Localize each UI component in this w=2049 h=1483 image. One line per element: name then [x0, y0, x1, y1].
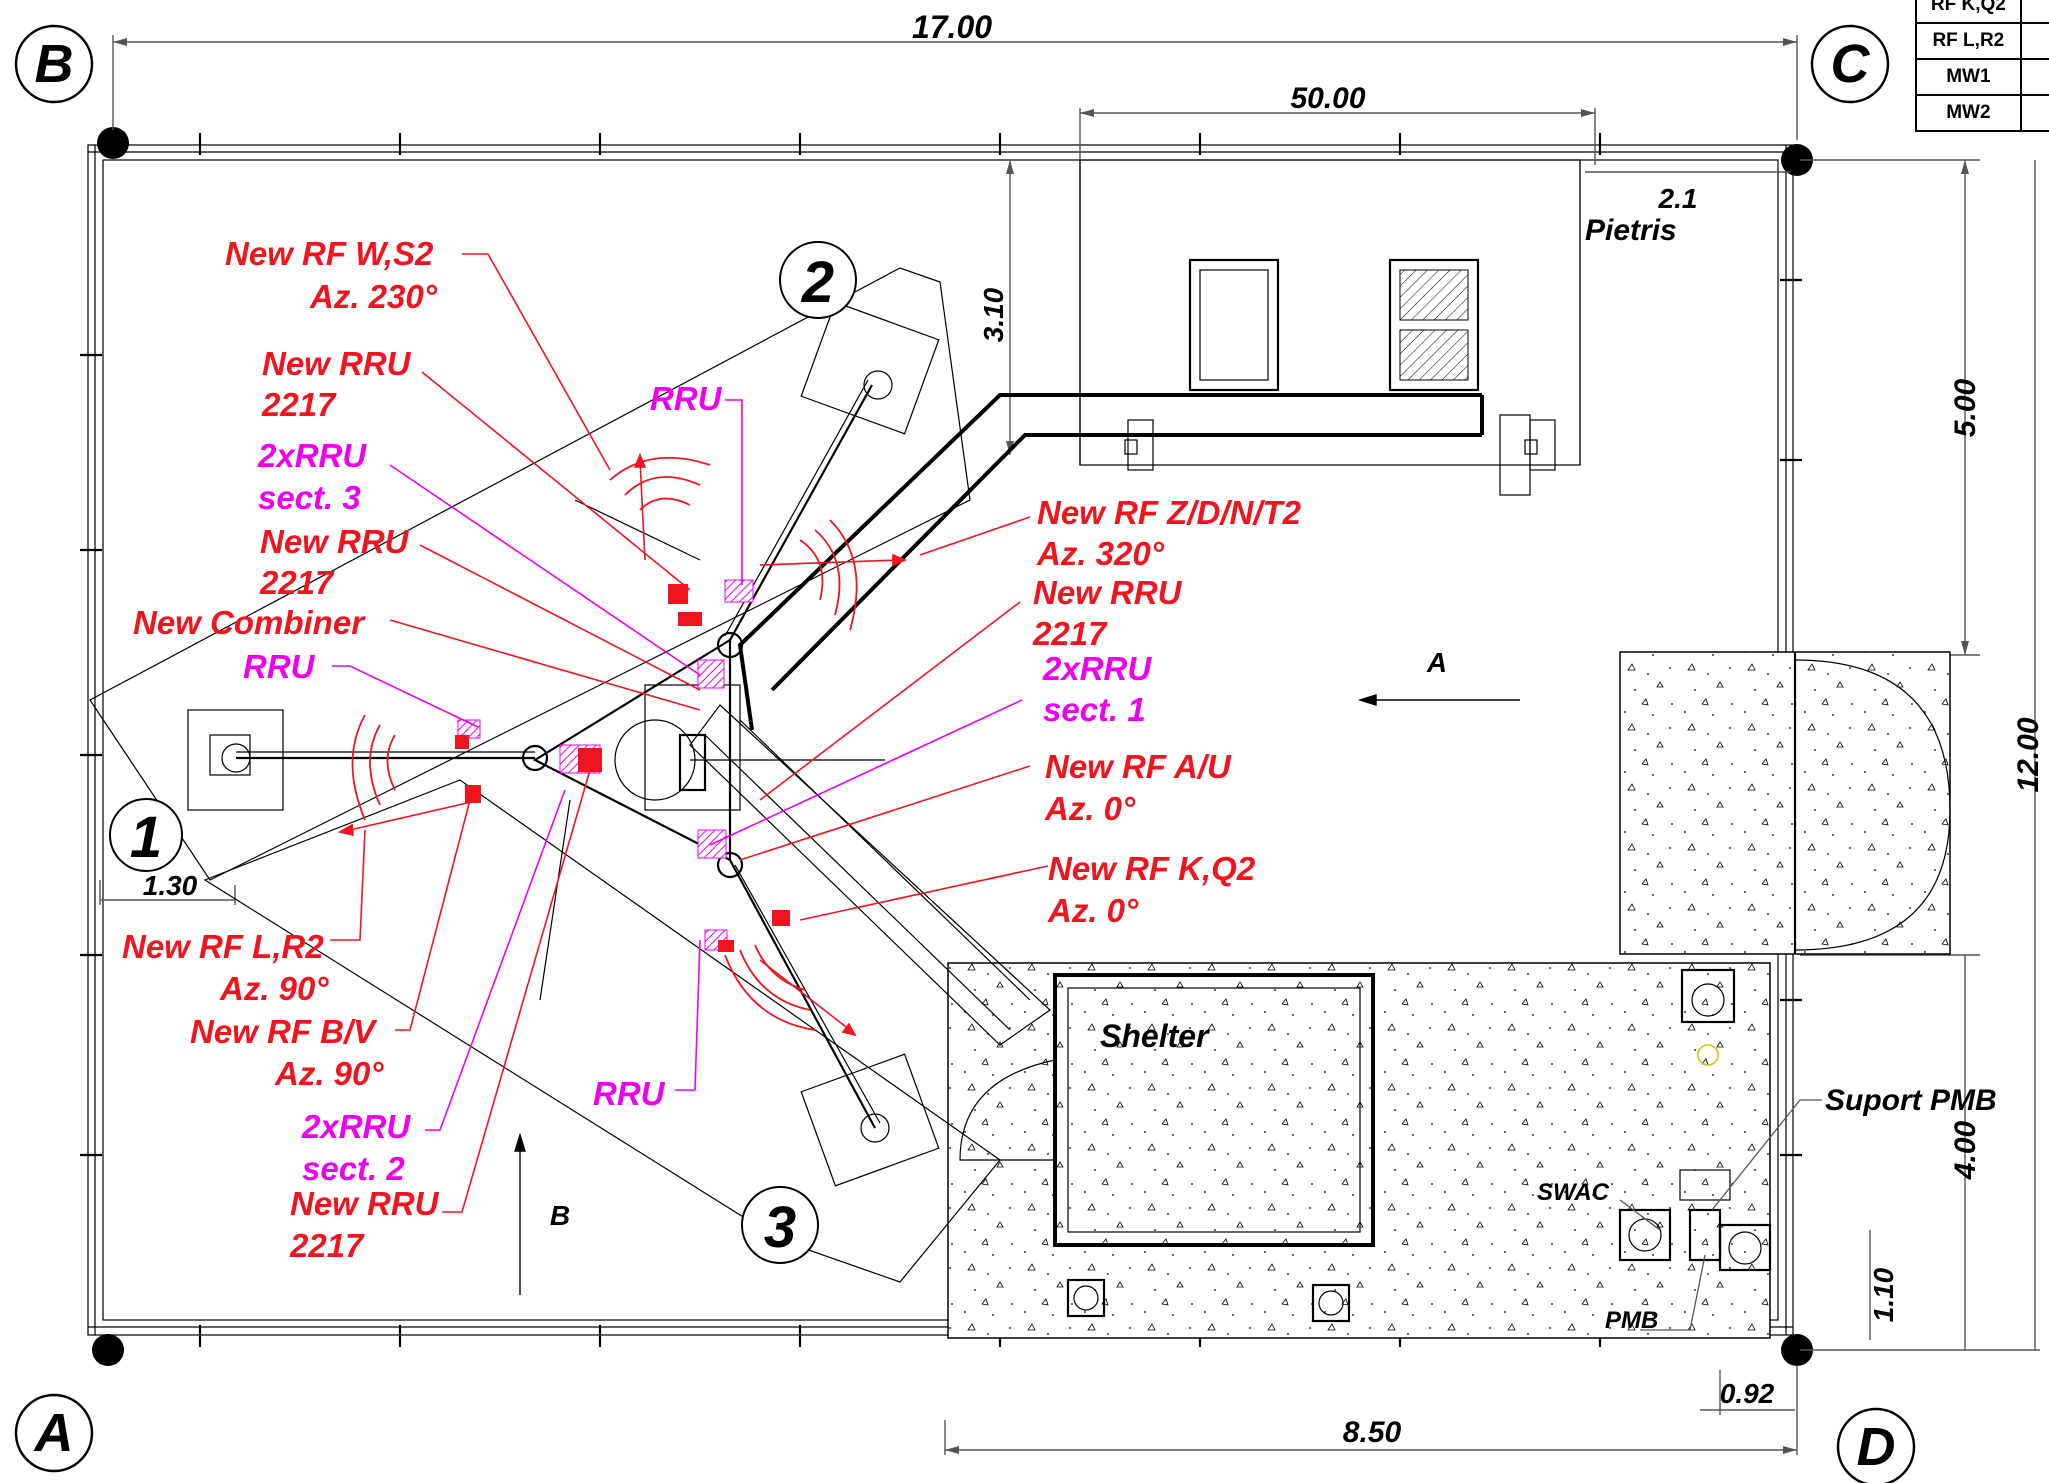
grid-label-d: D	[1836, 1407, 1916, 1483]
label-rru-left: RRU	[243, 648, 316, 685]
antenna-units	[455, 579, 790, 952]
svg-text:D: D	[1857, 1417, 1896, 1477]
label-rru-2217-b: New RRU	[260, 523, 410, 560]
label-rf-ws2: New RF W,S2	[225, 235, 434, 272]
label-rf-zdnt2: New RF Z/D/N/T2	[1037, 494, 1302, 531]
leader-lines-magenta	[332, 399, 1023, 1131]
grid-label-b: B	[14, 24, 94, 104]
label-rf-kq2: New RF K,Q2	[1048, 850, 1256, 887]
label-rru-2217-a: New RRU	[262, 345, 412, 382]
radiation-arcs	[351, 456, 858, 1031]
label-2xrru-s1: 2xRRU	[1042, 650, 1152, 687]
dim-top-width: 17.00	[912, 9, 992, 45]
label-rf-au: New RF A/U	[1045, 748, 1232, 785]
svg-text:3: 3	[764, 1195, 796, 1260]
shelter-slab	[947, 962, 1772, 1339]
cable-tray	[737, 393, 1484, 731]
dim-bottom-width: 8.50	[1343, 1416, 1402, 1449]
label-combiner: New Combiner	[133, 604, 366, 641]
label-rf-kq2-az: Az. 0°	[1047, 892, 1139, 929]
label-rf-bv: New RF B/V	[190, 1013, 378, 1050]
label-rf-bv-az: Az. 90°	[274, 1055, 384, 1092]
dim-right-upper: 5.00	[1949, 378, 1982, 437]
label-rru-bottom: RRU	[593, 1075, 666, 1112]
svg-text:1: 1	[130, 805, 162, 870]
label-rru-top: RRU	[650, 380, 723, 417]
cable-ladder	[689, 704, 1051, 1046]
dim-left-offset: 1.30	[143, 870, 198, 901]
dim-pmb-height: 1.10	[1868, 1267, 1899, 1322]
swac-label: SWAC	[1537, 1179, 1610, 1206]
leader-lines-red	[330, 253, 1049, 1213]
svg-text:C: C	[1831, 34, 1871, 94]
label-rru-2217-c-model: 2217	[1032, 615, 1108, 652]
suport-pmb-label: Suport PMB	[1825, 1084, 1997, 1117]
dim-right-total: 12.00	[2012, 717, 2045, 792]
direction-arrows	[514, 694, 1520, 1295]
label-rf-zdnt2-az: Az. 320°	[1036, 535, 1165, 572]
label-rru-2217-c: New RRU	[1033, 574, 1183, 611]
label-rru-2217-a-model: 2217	[261, 386, 337, 423]
pietris-area	[1079, 159, 1581, 496]
label-rru-2217-b-model: 2217	[259, 564, 335, 601]
dim-bottom-offset: 0.92	[1720, 1378, 1775, 1409]
pietris-label: Pietris	[1585, 214, 1677, 247]
label-rf-ws2-az: Az. 230°	[309, 278, 438, 315]
grid-label-a: A	[14, 1393, 94, 1473]
svg-text:2: 2	[801, 250, 834, 315]
gate-area	[1619, 651, 1951, 955]
dim-right-lower: 4.00	[1949, 1120, 1982, 1180]
label-rf-au-az: Az. 0°	[1044, 790, 1136, 827]
direction-b-label: B	[550, 1200, 570, 1231]
legend-table: RF K,Q2 RF L,R2 MW1 MW2	[1915, 0, 2049, 132]
label-rru-2217-d-model: 2217	[289, 1227, 365, 1264]
legend-row: RF K,Q2	[1915, 0, 2022, 24]
dim-pietris-offset: 2.1	[1658, 183, 1698, 214]
sector-number-3: 3	[741, 1186, 819, 1264]
label-2xrru-s2-sect: sect. 2	[302, 1150, 405, 1187]
dim-roof-width: 50.00	[1290, 82, 1365, 115]
label-2xrru-s1-sect: sect. 1	[1043, 691, 1146, 728]
dim-pietris-drop: 3.10	[978, 287, 1009, 342]
sector-number-2: 2	[779, 241, 857, 319]
label-2xrru-s3: 2xRRU	[257, 437, 367, 474]
label-rru-2217-d: New RRU	[290, 1185, 440, 1222]
shelter-label: Shelter	[1100, 1018, 1210, 1054]
legend-row: MW2	[1915, 94, 2022, 132]
legend-row: MW1	[1915, 58, 2022, 96]
sector-number-1: 1	[109, 798, 183, 872]
antenna-arrows	[337, 452, 908, 1037]
direction-a-label: A	[1426, 647, 1447, 678]
label-rf-lr2-az: Az. 90°	[219, 970, 329, 1007]
legend-row: RF L,R2	[1915, 22, 2022, 60]
label-rf-lr2: New RF L,R2	[122, 928, 324, 965]
grid-label-c: C	[1810, 24, 1890, 104]
svg-text:A: A	[33, 1403, 74, 1463]
label-2xrru-s3-sect: sect. 3	[258, 479, 361, 516]
label-2xrru-s2: 2xRRU	[301, 1108, 411, 1145]
tower-structure	[89, 267, 1001, 1283]
svg-text:B: B	[35, 34, 74, 94]
